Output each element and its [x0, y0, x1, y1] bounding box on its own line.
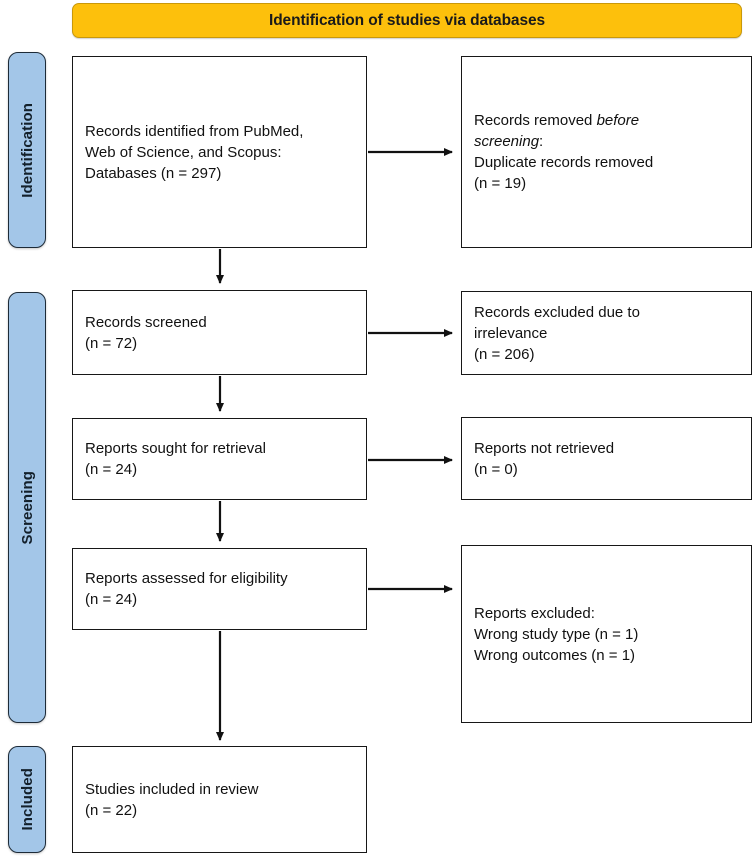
box-line: Wrong study type (n = 1): [474, 625, 639, 643]
box-line: Records excluded due to: [474, 303, 640, 321]
box-studies-included-in-review: Studies included in review (n = 22): [72, 746, 367, 853]
diagram-title: Identification of studies via databases: [268, 11, 546, 29]
box-line-emphasis: screening: [474, 133, 540, 150]
box-line: (n = 0): [474, 460, 518, 478]
box-line: Duplicate records removed: [474, 154, 654, 171]
box-line: (n = 19): [474, 175, 527, 192]
stage-label-screening: Screening: [18, 470, 36, 545]
box-line: Wrong outcomes (n = 1): [474, 646, 636, 664]
box-line: (n = 22): [85, 801, 138, 819]
box-line: irrelevance: [474, 324, 548, 342]
box-line: Reports sought for retrieval: [85, 440, 266, 457]
box-line-emphasis: before: [596, 112, 640, 129]
box-line: (n = 24): [85, 461, 138, 478]
stage-label-included: Included: [18, 768, 36, 831]
diagram-header-banner: Identification of studies via databases: [72, 3, 742, 38]
box-line: Web of Science, and Scopus:: [85, 143, 282, 161]
box-line-prefix: Records removed: [474, 112, 597, 129]
box-reports-excluded: Reports excluded: Wrong study type (n = …: [461, 545, 752, 723]
box-records-identified: Records identified from PubMed, Web of S…: [72, 56, 367, 248]
box-line: (n = 206): [474, 345, 535, 363]
box-line: (n = 24): [85, 591, 138, 608]
box-line: Studies included in review: [85, 780, 259, 798]
box-line-records-removed: Records removed before: [474, 110, 739, 131]
box-records-removed-before-screening: Records removed before screening: Duplic…: [461, 56, 752, 248]
box-line-screening: screening:: [474, 131, 739, 152]
box-line: (n = 72): [85, 334, 138, 352]
box-line-suffix: :: [539, 133, 544, 150]
stage-pill-screening: Screening: [8, 292, 46, 723]
stage-label-identification: Identification: [18, 102, 36, 198]
stage-pill-included: Included: [8, 746, 46, 853]
box-reports-not-retrieved: Reports not retrieved (n = 0): [461, 417, 752, 500]
box-line: Reports excluded:: [474, 604, 595, 622]
box-line: Records screened: [85, 313, 207, 331]
box-records-excluded-due-to-irrelevance: Records excluded due to irrelevance (n =…: [461, 291, 752, 375]
box-line: Reports not retrieved: [474, 439, 615, 457]
box-records-screened: Records screened (n = 72): [72, 290, 367, 375]
box-reports-sought-for-retrieval: Reports sought for retrieval (n = 24): [72, 418, 367, 500]
box-line: Records identified from PubMed,: [85, 122, 304, 140]
box-line: Databases (n = 297): [85, 164, 222, 182]
box-line: Reports assessed for eligibility: [85, 570, 288, 587]
box-reports-assessed-for-eligibility: Reports assessed for eligibility (n = 24…: [72, 548, 367, 630]
stage-pill-identification: Identification: [8, 52, 46, 248]
